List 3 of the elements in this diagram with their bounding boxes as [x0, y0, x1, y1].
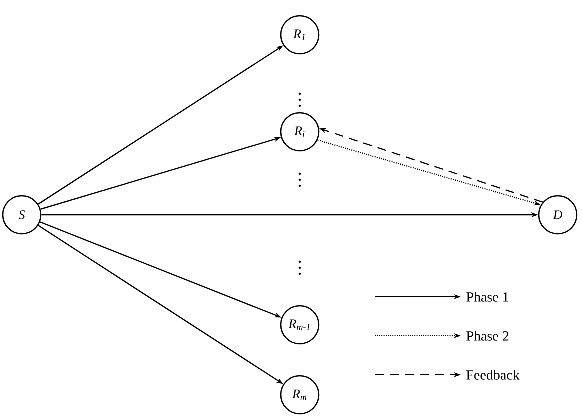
legend-label: Phase 1 [466, 292, 509, 302]
legend-label: Phase 2 [466, 331, 509, 341]
legend-label: Feedback [466, 370, 520, 380]
